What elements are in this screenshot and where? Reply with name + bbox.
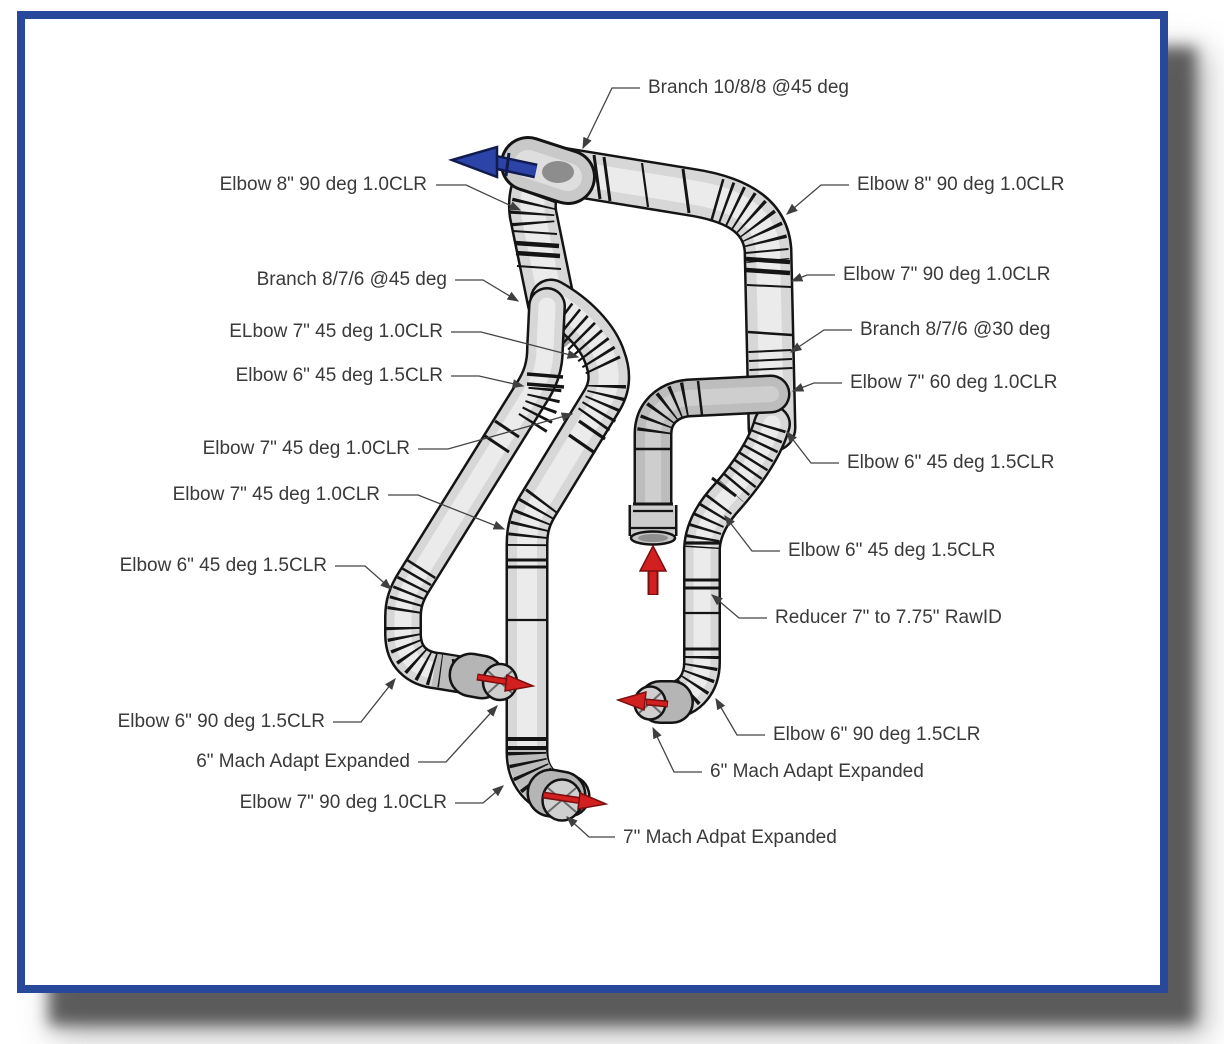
elbow-6in-45-lower-ribs (386, 559, 436, 619)
callout-elbow-8-90-right: Elbow 8" 90 deg 1.0CLR (857, 174, 1065, 195)
weld-bands-right-leg (683, 476, 737, 651)
red-arrow-7in-outlet (542, 791, 609, 810)
leader-branch30 (789, 329, 852, 353)
elbow-8in-90-right-ribs (709, 178, 788, 251)
callout-elbow-8-90-left: Elbow 8" 90 deg 1.0CLR (219, 174, 427, 195)
callout-elbow-7-60: Elbow 7" 60 deg 1.0CLR (850, 372, 1058, 393)
leader-elbow7-45-2 (418, 412, 574, 450)
red-arrow-6in-outlet (476, 673, 536, 692)
callout-elbow-7-90-left: Elbow 7" 90 deg 1.0CLR (239, 792, 447, 813)
leader-elbow6-45-r2 (724, 514, 780, 552)
weld-bands-top-run (592, 154, 793, 337)
callout-elbow-6-90-right: Elbow 6" 90 deg 1.5CLR (773, 724, 981, 745)
callout-branch-1088-45: Branch 10/8/8 @45 deg (648, 77, 849, 98)
leader-elbow7-45-3 (388, 494, 506, 530)
leader-elbow7-45-1 (451, 331, 580, 359)
callout-mach-adpat-7: 7" Mach Adpat Expanded (623, 827, 837, 848)
pipe-branch30-inlet-stub (628, 374, 791, 546)
callout-elbow-7-90-right: Elbow 7" 90 deg 1.0CLR (843, 264, 1051, 285)
red-arrow-inlet-up (638, 544, 668, 595)
leader-elbow7-90-right (790, 272, 835, 282)
leader-reducer (711, 594, 767, 619)
callout-elbow-6-90-left: Elbow 6" 90 deg 1.5CLR (117, 711, 325, 732)
callout-mach-adapt-6-right: 6" Mach Adapt Expanded (710, 761, 924, 782)
leader-branch45 (455, 279, 520, 302)
leader-elbow8-right (786, 184, 849, 215)
leader-mach6-right (652, 726, 702, 773)
red-flow-arrows (476, 544, 669, 810)
callout-branch-876-30: Branch 8/7/6 @30 deg (860, 319, 1051, 340)
weld-bands-left-vertical (512, 230, 562, 270)
leader-elbow6-45-1 (451, 375, 525, 389)
elbow-6in-90-right-ribs (666, 655, 719, 717)
branch-30-collar-ribs (748, 348, 793, 373)
weld-bands-7in-leg (508, 419, 606, 750)
weld-bands-inlet-stub (636, 380, 704, 451)
callout-branch-876-45: Branch 8/7/6 @45 deg (256, 269, 447, 290)
blue-flow-arrow (448, 145, 538, 179)
leader-elbow6-45-2 (335, 565, 392, 590)
red-arrow-right-outlet (615, 690, 669, 712)
elbow-6in-45-upper-ribs (516, 386, 562, 437)
leader-elbow7-60 (791, 382, 842, 392)
callout-elbow-6-45-a: Elbow 6" 45 deg 1.5CLR (235, 365, 443, 386)
callout-elbow-7-45-b: Elbow 7" 45 deg 1.0CLR (202, 438, 410, 459)
callout-elbow-7-45-a: ELbow 7" 45 deg 1.0CLR (229, 321, 443, 342)
leader-mach6-left (418, 705, 498, 763)
elbow-7in-45-upper-ribs (548, 302, 623, 378)
leader-elbow6-90-right (715, 697, 765, 736)
elbow-7in-45-mid-ribs (576, 383, 626, 434)
leader-elbow7-90-left (455, 785, 504, 804)
callout-reducer: Reducer 7" to 7.75" RawID (775, 607, 1002, 628)
elbow-6in-45-right-upper-ribs (718, 420, 786, 503)
branch-socket-shadow (542, 161, 574, 183)
leader-lines (333, 87, 852, 838)
callout-mach-adapt-6-left: 6" Mach Adapt Expanded (196, 751, 410, 772)
leader-mach7 (566, 816, 615, 838)
leader-elbow6-90-left (333, 677, 396, 723)
pipe-top-run-and-right-vertical (518, 143, 797, 453)
callout-elbow-6-45-b: Elbow 6" 45 deg 1.5CLR (119, 555, 327, 576)
leader-elbow6-45-r1 (786, 430, 839, 464)
callout-elbow-7-45-c: Elbow 7" 45 deg 1.0CLR (172, 484, 380, 505)
leader-branch10-8-8 (582, 87, 640, 150)
callout-elbow-6-45-r1: Elbow 6" 45 deg 1.5CLR (847, 452, 1055, 473)
leader-elbow8-left (436, 184, 522, 211)
callout-elbow-6-45-r2: Elbow 6" 45 deg 1.5CLR (788, 540, 996, 561)
